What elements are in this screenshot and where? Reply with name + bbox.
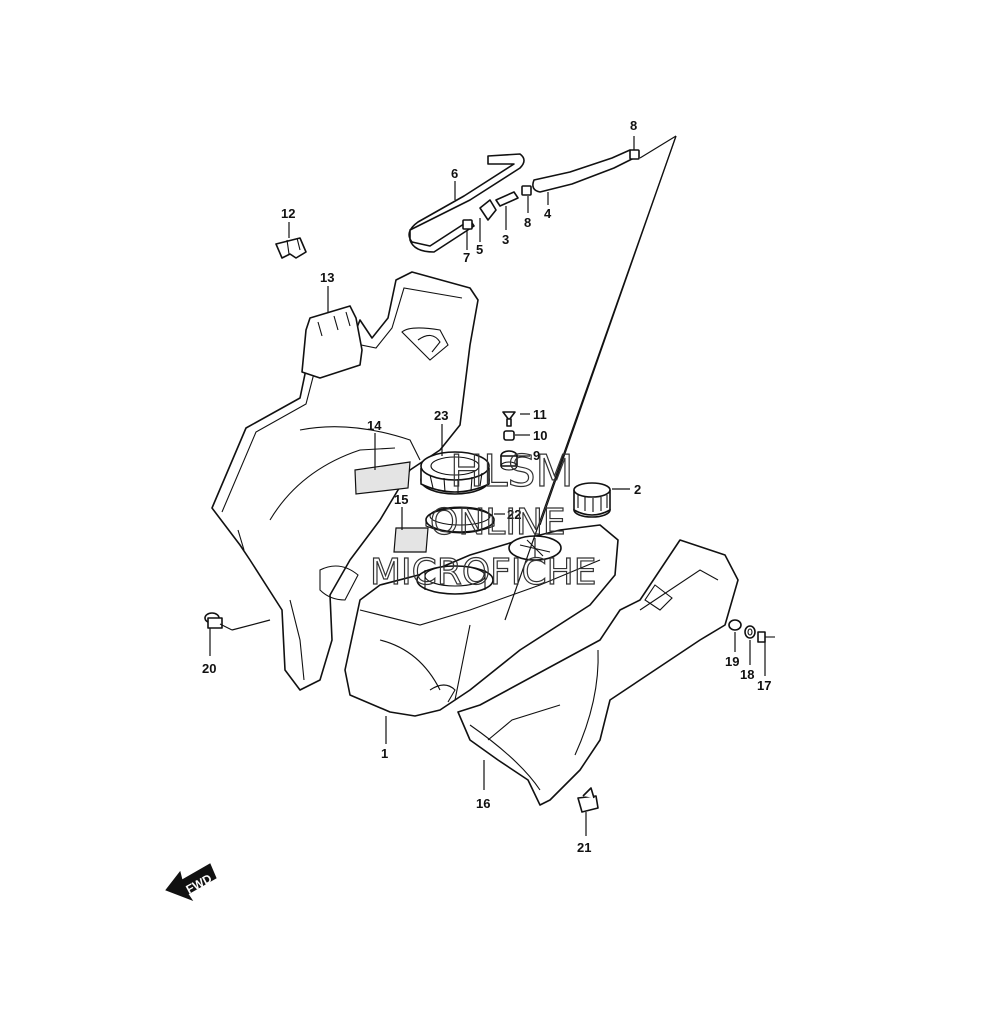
callout-2: 2 <box>634 482 641 497</box>
callout-8a: 8 <box>630 118 637 133</box>
callout-9: 9 <box>533 448 540 463</box>
callout-7: 7 <box>463 250 470 265</box>
filler-cap-part <box>573 482 611 518</box>
bolt-20-part <box>204 612 233 631</box>
fuel-tank-part <box>344 524 619 717</box>
callout-21: 21 <box>577 840 591 855</box>
watermark-line-3: MICROFICHE <box>370 552 596 593</box>
leader-lines <box>209 135 766 836</box>
callout-17: 17 <box>757 678 771 693</box>
callout-12: 12 <box>281 206 295 221</box>
callout-19: 19 <box>725 654 739 669</box>
callout-3: 3 <box>502 232 509 247</box>
clamps-part <box>462 149 640 230</box>
callout-11: 11 <box>533 407 547 422</box>
callout-1: 1 <box>381 746 388 761</box>
ring-nut-part <box>420 451 490 495</box>
fwd-arrow-icon <box>165 863 217 902</box>
callout-6: 6 <box>451 166 458 181</box>
fasteners-17-19-part <box>728 619 775 643</box>
watermark-line-1: HLSM <box>450 446 574 497</box>
callout-16: 16 <box>476 796 490 811</box>
callout-5: 5 <box>476 242 483 257</box>
callout-23: 23 <box>434 408 448 423</box>
callout-20: 20 <box>202 661 216 676</box>
callout-18: 18 <box>740 667 754 682</box>
watermark-line-2: ONLINE <box>430 502 566 543</box>
valve-stack-part <box>500 411 518 471</box>
watermark: HLSM ONLINE MICROFICHE <box>369 445 597 593</box>
breather-hose-4-part <box>532 149 635 193</box>
callout-4: 4 <box>544 206 552 221</box>
clip-12-part <box>275 237 307 259</box>
grommet-21-part <box>577 787 599 813</box>
side-cover-part <box>457 539 739 806</box>
fwd-arrow: FWD <box>165 863 217 902</box>
callout-22: 22 <box>507 507 521 522</box>
gasket-part <box>425 506 495 534</box>
callout-15: 15 <box>394 492 408 507</box>
callout-13: 13 <box>320 270 334 285</box>
callout-10: 10 <box>533 428 547 443</box>
callout-8b: 8 <box>524 215 531 230</box>
callout-labels: 1 2 3 4 5 6 7 8 8 9 10 11 12 13 14 15 16… <box>202 118 771 855</box>
breather-hose-6-part <box>408 153 525 253</box>
callout-14: 14 <box>367 418 382 433</box>
bracket-13-part <box>301 305 363 379</box>
